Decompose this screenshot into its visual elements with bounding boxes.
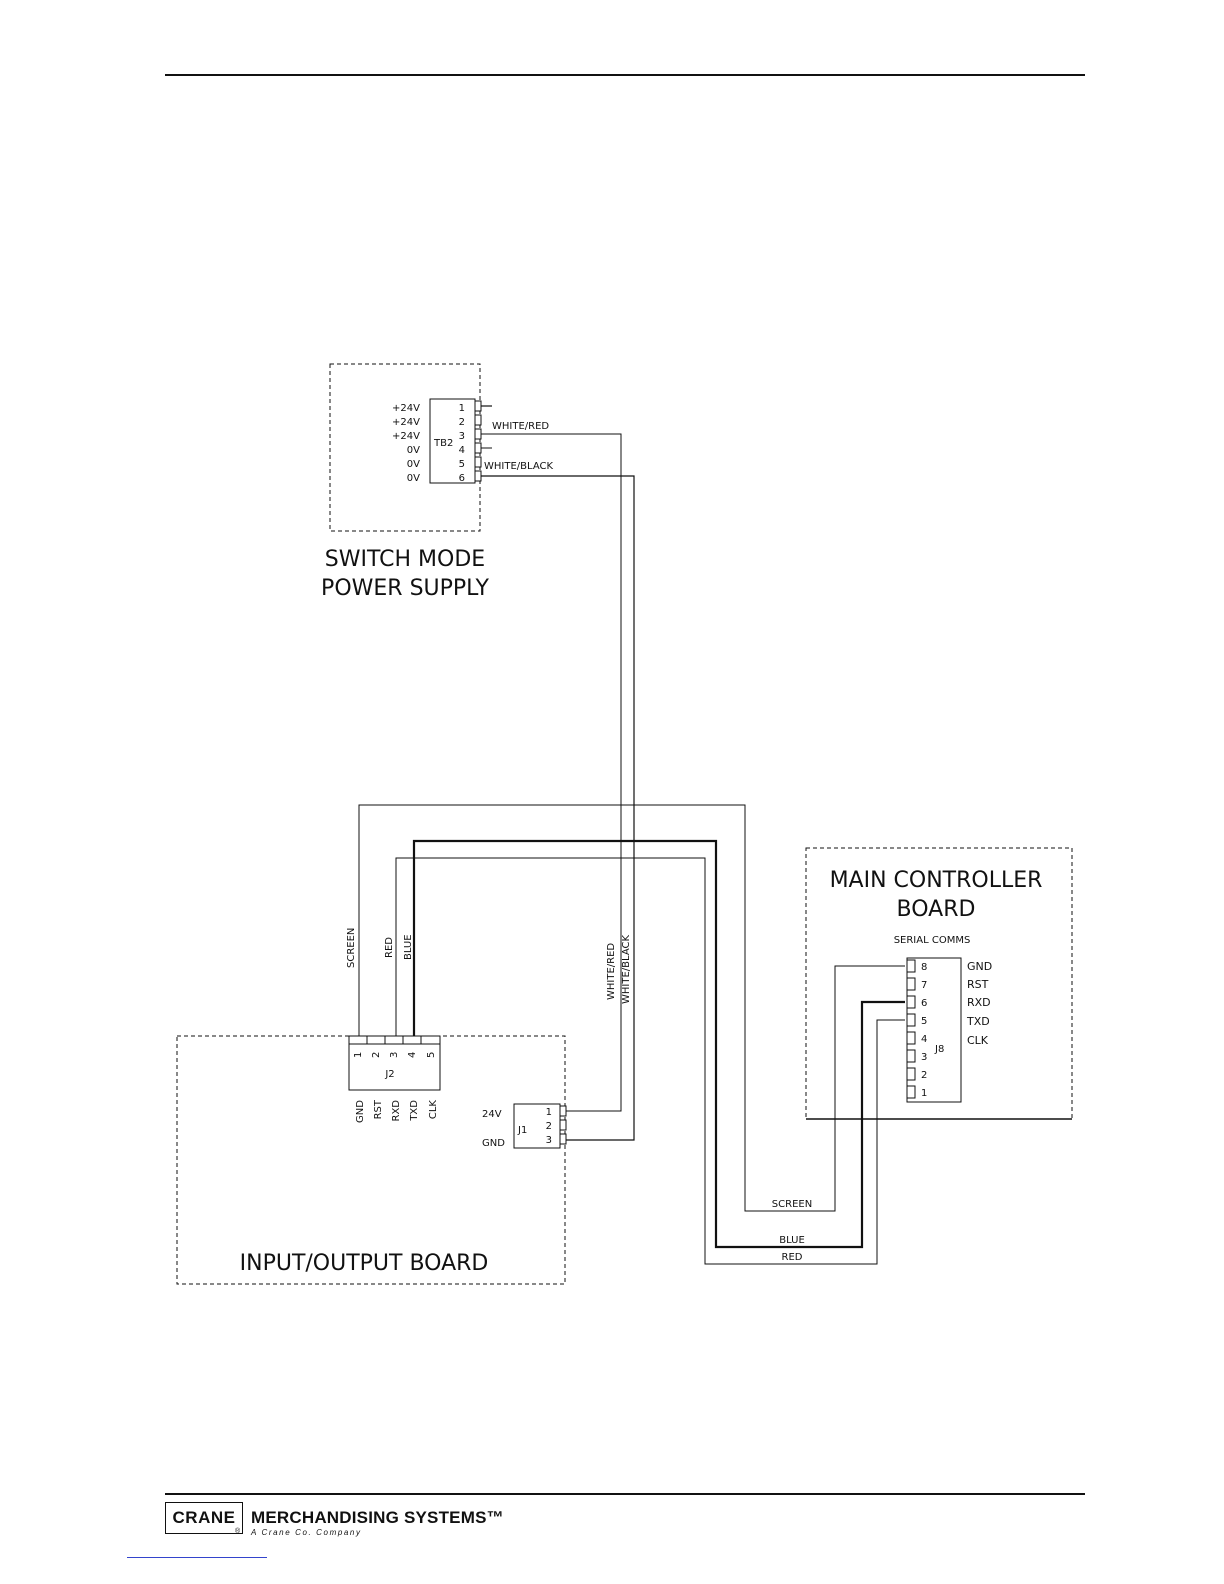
- wire-white-red: [481, 433, 622, 1112]
- j8-pin-6: 6: [921, 998, 927, 1009]
- j2-signal-gnd: GND: [355, 1100, 366, 1123]
- j8-pin-2: 2: [921, 1070, 927, 1081]
- bottom-link-underline: [127, 1557, 267, 1558]
- j2-pin-terminals: [348, 1035, 441, 1045]
- tb2-pin-5: 5: [459, 459, 465, 470]
- label-screen-vertical: SCREEN: [346, 928, 357, 968]
- label-screen-horizontal: SCREEN: [772, 1199, 812, 1210]
- wire-red: [395, 857, 905, 1265]
- psu-title-line1: SWITCH MODE: [325, 547, 485, 572]
- company-tagline: A Crane Co. Company: [251, 1528, 362, 1537]
- j1-24v-label: 24V: [482, 1109, 502, 1120]
- vertical-wire-labels: SCREEN RED BLUE WHITE/RED WHITE/BLACK: [346, 928, 632, 1004]
- psu-voltage-labels: +24V +24V +24V 0V 0V 0V: [392, 403, 420, 484]
- j2-label: J2: [384, 1069, 394, 1080]
- j2-pin-1: 1: [353, 1052, 364, 1058]
- j8-signal-clk: CLK: [967, 1034, 989, 1047]
- mcb-title-line1: MAIN CONTROLLER: [830, 868, 1043, 893]
- psu-voltage-2: +24V: [392, 417, 420, 428]
- psu-voltage-5: 0V: [407, 459, 420, 470]
- j2-pin-4: 4: [407, 1052, 418, 1058]
- j8-connector: [906, 957, 962, 1103]
- psu-block: TB2 +24V +24V +24V 0V 0V 0V 1 2 3 4 5 6 …: [321, 363, 553, 601]
- j8-signal-txd: TXD: [966, 1015, 990, 1028]
- label-blue-vertical: BLUE: [403, 934, 414, 960]
- psu-voltage-6: 0V: [407, 473, 420, 484]
- j2-signal-txd: TXD: [409, 1100, 420, 1122]
- horizontal-wire-labels: SCREEN BLUE RED: [772, 1199, 812, 1263]
- psu-voltage-1: +24V: [392, 403, 420, 414]
- tb2-pin-3: 3: [459, 431, 465, 442]
- j1-pin-3: 3: [546, 1135, 552, 1146]
- j2-signal-labels: GND RST RXD TXD CLK: [355, 1099, 439, 1123]
- psu-wire-white-red-label: WHITE/RED: [492, 421, 549, 432]
- tb2-pin-2: 2: [459, 417, 465, 428]
- j2-pin-5: 5: [426, 1052, 437, 1058]
- tb2-pin-6: 6: [459, 473, 465, 484]
- j2-pin-numbers: 1 2 3 4 5: [353, 1052, 437, 1058]
- crane-logo: CRANE: [165, 1502, 243, 1534]
- tb2-pin-numbers: 1 2 3 4 5 6: [459, 403, 465, 484]
- j2-pin-2: 2: [371, 1052, 382, 1058]
- j2-signal-rst: RST: [373, 1099, 384, 1119]
- tb2-pin-4: 4: [459, 445, 465, 456]
- j8-signal-rxd: RXD: [967, 996, 991, 1009]
- j1-pin-numbers: 1 2 3: [546, 1107, 552, 1146]
- tb2-pin-1: 1: [459, 403, 465, 414]
- mcb-subtitle: SERIAL COMMS: [894, 935, 971, 946]
- registered-mark: ®: [235, 1528, 241, 1535]
- j2-connector: [348, 1035, 441, 1091]
- wire-screen: [358, 804, 905, 1212]
- j8-signal-gnd: GND: [967, 960, 992, 973]
- j8-signal-labels: GND RST RXD TXD CLK: [966, 960, 992, 1047]
- io-board-title: INPUT/OUTPUT BOARD: [240, 1251, 489, 1276]
- j8-pin-7: 7: [921, 980, 927, 991]
- label-white-black-vertical: WHITE/BLACK: [621, 935, 632, 1004]
- wiring: [358, 433, 905, 1265]
- j8-pin-3: 3: [921, 1052, 927, 1063]
- j8-pin-terminals: [906, 959, 916, 1099]
- psu-voltage-3: +24V: [392, 431, 420, 442]
- j8-label: J8: [934, 1044, 944, 1055]
- mcb-title-line2: BOARD: [897, 897, 976, 922]
- j1-connector: [513, 1103, 561, 1149]
- j8-signal-rst: RST: [967, 978, 989, 991]
- mcb-outline: [805, 847, 1073, 1120]
- j1-pin-1: 1: [546, 1107, 552, 1118]
- j1-pin-terminals: [559, 1105, 567, 1145]
- j2-signal-clk: CLK: [428, 1100, 439, 1120]
- j8-pin-8: 8: [921, 962, 927, 973]
- j2-signal-rxd: RXD: [391, 1100, 402, 1122]
- main-controller-board: MAIN CONTROLLER BOARD SERIAL COMMS 8 7 6…: [805, 847, 1073, 1120]
- io-board-outline: [176, 1035, 566, 1285]
- psu-title-line2: POWER SUPPLY: [321, 576, 489, 601]
- wire-white-black: [481, 475, 635, 1141]
- io-board: 1 2 3 4 5 J2 GND RST RXD TXD CLK J1 1 2 …: [176, 1035, 567, 1285]
- j8-pin-5: 5: [921, 1016, 927, 1027]
- label-blue-horizontal: BLUE: [779, 1235, 805, 1246]
- j8-pin-4: 4: [921, 1034, 927, 1045]
- label-red-vertical: RED: [384, 937, 395, 958]
- company-name: MERCHANDISING SYSTEMS™: [251, 1508, 504, 1527]
- j1-label: J1: [517, 1125, 527, 1136]
- j8-pin-1: 1: [921, 1088, 927, 1099]
- label-red-horizontal: RED: [782, 1252, 803, 1263]
- wire-blue: [412, 839, 905, 1249]
- psu-wire-white-black-label: WHITE/BLACK: [484, 461, 553, 472]
- tb2-label: TB2: [433, 438, 453, 449]
- psu-voltage-4: 0V: [407, 445, 420, 456]
- j1-gnd-label: GND: [482, 1138, 505, 1149]
- j2-pin-3: 3: [389, 1052, 400, 1058]
- tb2-terminal-block: [429, 398, 476, 484]
- j8-pin-numbers: 8 7 6 5 4 3 2 1: [921, 962, 927, 1099]
- j1-pin-2: 2: [546, 1121, 552, 1132]
- label-white-red-vertical: WHITE/RED: [606, 943, 617, 1000]
